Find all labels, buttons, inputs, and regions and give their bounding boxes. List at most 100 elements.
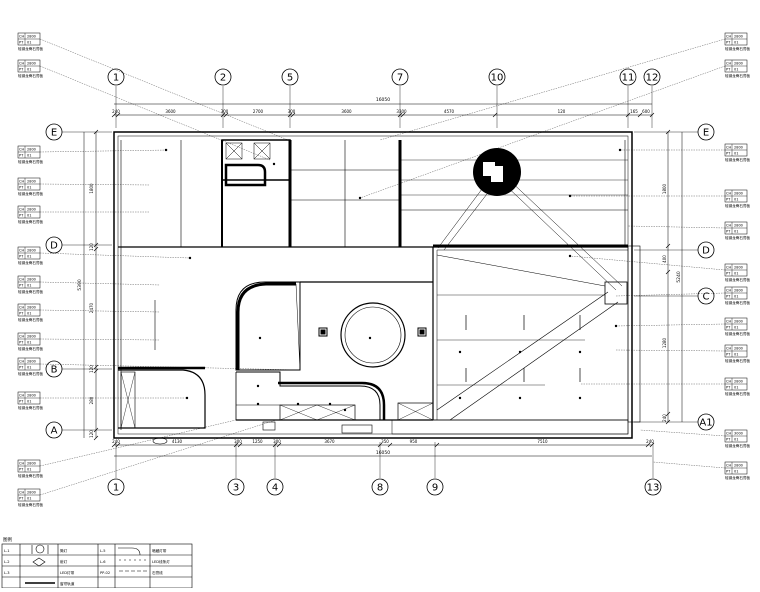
grid-bubble-bottom-circle (371, 478, 389, 496)
ceiling-tag-pt: PT (726, 152, 731, 156)
dim-tick (397, 112, 403, 118)
ceiling-tag-pt: PT (726, 198, 731, 202)
ceiling-tag-leader (39, 183, 151, 186)
ceiling-tag-ch: CH (19, 491, 24, 495)
dim-tick (93, 368, 99, 374)
ceiling-tag-ch: CH (726, 289, 731, 293)
ceiling-tag-ch: CH (726, 320, 731, 324)
ceiling-tag-pt: PT (726, 470, 731, 474)
ceiling-tag-leader (627, 225, 726, 229)
dim-right-value: 400 (662, 255, 667, 263)
ceiling-tag-height: 2800 (27, 62, 36, 66)
dim-top-value: 600 (642, 109, 650, 114)
ceiling-tag-desc: 轻钢龙骨石膏板 (18, 191, 44, 196)
ceiling-tag-leader (615, 349, 726, 352)
ceiling-tag-ch: CH (726, 62, 731, 66)
ceiling-tag-pt: PT (19, 312, 24, 316)
ceiling-tag-pt: PT (19, 41, 24, 45)
ceiling-tag-material: 01 (27, 497, 31, 501)
dim-tick (387, 442, 393, 448)
grid-bubble-top-circle (281, 68, 299, 86)
ceiling-tag-height: 3000 (734, 432, 743, 436)
dim-bottom-value: 3670 (324, 439, 335, 444)
ceiling-tag-height: 2800 (734, 347, 743, 351)
ceiling-tag-pt: PT (19, 341, 24, 345)
ceiling-tag-ch: CH (19, 306, 24, 310)
grid-bubble-top-label: 2 (220, 73, 226, 84)
dim-tick (233, 442, 239, 448)
dim-top-value: 240 (112, 109, 120, 114)
ceiling-tag-pt: PT (19, 497, 24, 501)
ceiling-tag-material: 01 (734, 230, 738, 234)
ceiling-tag-ch: CH (19, 249, 24, 253)
ceiling-tag-desc: 轻钢龙骨石膏板 (725, 277, 751, 282)
legend-desc-2: 石膏线 (152, 570, 163, 575)
grid-bubble-bottom-circle (227, 478, 245, 496)
legend-code-2: L-5 (100, 549, 106, 553)
ceiling-tag-height: 2800 (27, 278, 36, 282)
ceiling-tag-desc: 轻钢龙骨石膏板 (18, 289, 44, 294)
dim-tick (625, 112, 631, 118)
dim-tick (649, 442, 655, 448)
ceiling-tag-ch: CH (726, 266, 731, 270)
grid-bubble-top-circle (214, 68, 232, 86)
ceiling-tag-pt: PT (726, 230, 731, 234)
ceiling-tag-material: 01 (27, 341, 31, 345)
dim-top-value: 300 (221, 109, 229, 114)
ceiling-tag-desc: 轻钢龙骨石膏板 (725, 300, 751, 305)
grid-bubble-left-label: E (51, 128, 57, 139)
ceiling-tag-material: 01 (27, 284, 31, 288)
ceiling-tag-desc: 轻钢龙骨石膏板 (18, 73, 44, 78)
grid-bubble-top-circle (107, 68, 125, 86)
ceiling-tag-height: 2800 (734, 320, 743, 324)
ceiling-tag-material: 01 (734, 386, 738, 390)
ceiling-tag-leader (359, 65, 726, 199)
dim-left-value: 2470 (89, 302, 94, 313)
ceiling-tag-height: 2800 (734, 62, 743, 66)
grid-bubble-top-circle (391, 68, 409, 86)
legend-desc-2: 暗藏灯带 (152, 548, 167, 553)
ceiling-tag-material: 01 (27, 41, 31, 45)
dim-left-overall: 5390 (77, 279, 83, 291)
ceiling-tag-pt: PT (726, 438, 731, 442)
ceiling-tag-material: 01 (27, 366, 31, 370)
ceiling-tag-ch: CH (19, 278, 24, 282)
ceiling-tag-material: 01 (27, 255, 31, 259)
ceiling-tag-material: 01 (734, 272, 738, 276)
ceiling-tag-material: 01 (27, 214, 31, 218)
ceiling-tag-height: 2800 (734, 380, 743, 384)
grid-bubble-right-label: C (703, 292, 710, 303)
ceiling-tag-height: 2800 (27, 306, 36, 310)
dim-tick (93, 129, 99, 135)
ceiling-tag-leader (652, 461, 726, 469)
ceiling-tag-pt: PT (19, 186, 24, 190)
dim-tick (665, 419, 671, 425)
ceiling-tag-height: 2800 (27, 360, 36, 364)
dim-tick (665, 269, 671, 275)
ceiling-tag-ch: CH (19, 62, 24, 66)
ceiling-tag-leader (39, 309, 161, 313)
dim-tick (93, 435, 99, 441)
ceiling-tag-desc: 轻钢龙骨石膏板 (725, 331, 751, 336)
ceiling-tag-pt: PT (19, 284, 24, 288)
ceiling-tag-desc: 轻钢龙骨石膏板 (725, 46, 751, 51)
ceiling-tag-material: 01 (734, 353, 738, 357)
ceiling-tag-height: 2800 (27, 462, 36, 466)
ceiling-tag-material: 01 (734, 470, 738, 474)
grid-bubble-left-label: A (51, 426, 58, 437)
ceiling-tag-material: 01 (27, 186, 31, 190)
dim-bottom-value: 240 (646, 439, 654, 444)
dim-tick (111, 112, 117, 118)
legend-table (1, 543, 193, 589)
ceiling-tag-height: 2800 (27, 335, 36, 339)
ceiling-tag-ch: CH (726, 347, 731, 351)
ceiling-tag-leader (39, 419, 237, 467)
ceiling-tag-leader (39, 252, 191, 259)
ceiling-tag-ch: CH (726, 35, 731, 39)
dim-bottom-value: 240 (112, 439, 120, 444)
ceiling-tag-desc: 轻钢龙骨石膏板 (18, 473, 44, 478)
dim-left-value: 120 (89, 365, 94, 373)
legend-code: L-2 (4, 560, 10, 564)
legend-desc: 筒灯 (60, 548, 68, 553)
ceiling-tag-ch: CH (726, 464, 731, 468)
